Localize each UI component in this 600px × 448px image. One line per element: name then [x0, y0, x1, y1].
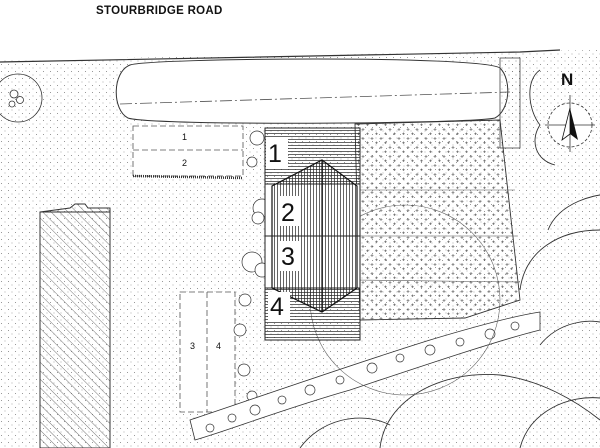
plot-label-1: 1: [268, 140, 282, 168]
parking-label-2: 2: [182, 158, 187, 168]
parking-label-3: 3: [190, 341, 195, 351]
neighbouring-building: [39, 203, 111, 448]
tree-outline-right: [519, 69, 600, 291]
north-label: N: [561, 70, 573, 89]
shrub-cluster-west: [233, 130, 272, 402]
plot-label-2: 2: [281, 199, 295, 227]
north-arrow: [545, 95, 595, 152]
hedge-row: [115, 58, 511, 124]
road-edge-line: [0, 49, 561, 63]
rear-gardens: [354, 119, 521, 321]
hedge-bottom: [189, 311, 541, 441]
parking-labels: 1 2 3 4: [182, 132, 221, 351]
tree-cluster-top-left: [0, 73, 43, 123]
plot-label-3: 3: [281, 243, 295, 271]
parking-bays-bottom: [179, 291, 236, 413]
road-name-label: STOURBRIDGE ROAD: [96, 5, 223, 17]
service-strip: [499, 57, 521, 149]
plot-label-4: 4: [270, 293, 284, 321]
plot-labels: 1 2 3 4: [266, 137, 301, 322]
parking-bays-top: [132, 125, 244, 180]
parking-label-1: 1: [182, 132, 187, 142]
parking-label-4: 4: [216, 341, 221, 351]
